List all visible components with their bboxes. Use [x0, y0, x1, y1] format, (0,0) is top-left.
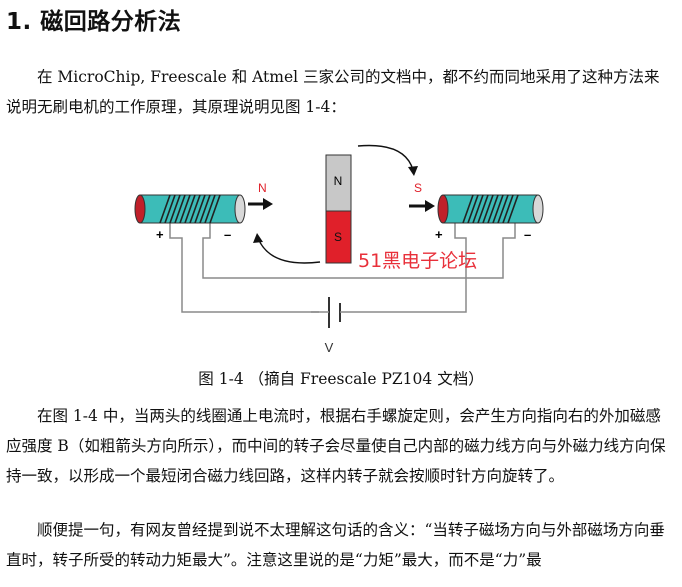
- paragraph-2: 在图 1-4 中，当两头的线圈通上电流时，根据右手螺旋定则，会产生方向指向右的外…: [6, 407, 666, 485]
- battery-label: V: [325, 340, 334, 355]
- rotation-arrow-top-icon: [357, 144, 414, 171]
- left-arrow-label: N: [258, 181, 267, 195]
- rotor-north-label: N: [334, 174, 343, 188]
- paragraph-3: 顺便提一句，有网友曾经提到说不太理解这句话的含义：“当转子磁场方向与外部磁场方向…: [6, 521, 665, 569]
- watermark-text: 51黑电子论坛: [358, 250, 477, 272]
- right-arrow-label: S: [414, 181, 422, 195]
- left-coil-plus: +: [156, 227, 164, 242]
- rotor-south-label: S: [334, 230, 342, 244]
- left-field-arrow-icon: [248, 198, 273, 210]
- intro-paragraph: 在 MicroChip, Freescale 和 Atmel 三家公司的文档中，…: [6, 68, 660, 116]
- rotation-arrowhead-top-icon: [408, 166, 418, 176]
- left-coil-minus: –: [224, 227, 231, 242]
- section-title: 1. 磁回路分析法: [6, 9, 182, 35]
- right-field-arrow-icon: [409, 200, 435, 212]
- figure-caption: 图 1-4 （摘自 Freescale PZ104 文档）: [198, 370, 484, 388]
- circuit-wires: [169, 222, 516, 313]
- rotation-arrowhead-bottom-icon: [253, 233, 263, 243]
- right-coil-minus: –: [524, 227, 531, 242]
- right-coil-plus: +: [435, 227, 443, 242]
- rotation-arrow-bottom-icon: [257, 237, 321, 264]
- right-coil: [437, 194, 544, 224]
- figure-diagram: V + – + – N: [134, 144, 544, 355]
- battery-icon: [319, 297, 341, 328]
- rotor-magnet: [325, 154, 352, 264]
- left-coil: [134, 194, 246, 224]
